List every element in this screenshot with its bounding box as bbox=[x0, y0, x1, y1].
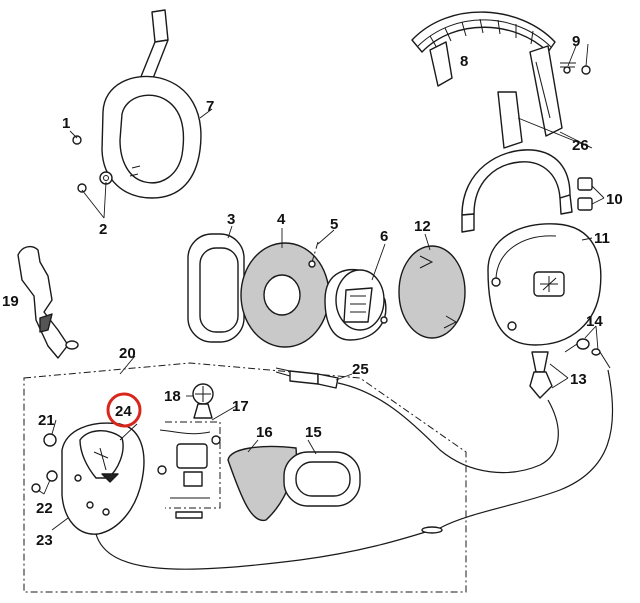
cable-end bbox=[421, 526, 443, 534]
headband-screws[interactable] bbox=[560, 62, 591, 75]
callout-1: 1 bbox=[62, 115, 70, 132]
mic-cushion[interactable] bbox=[283, 451, 361, 507]
connector[interactable] bbox=[564, 338, 611, 369]
callout-4: 4 bbox=[277, 211, 286, 228]
callout-24: 24 bbox=[115, 403, 132, 420]
callout-3: 3 bbox=[227, 211, 235, 228]
callout-14: 14 bbox=[586, 313, 603, 330]
callout-2: 2 bbox=[99, 221, 107, 238]
mic-boom-housing[interactable] bbox=[61, 422, 145, 535]
callout-17: 17 bbox=[232, 398, 249, 415]
callout-21: 21 bbox=[38, 412, 55, 429]
callout-19: 19 bbox=[2, 293, 19, 310]
screws-22[interactable] bbox=[31, 470, 58, 493]
callout-8: 8 bbox=[460, 53, 468, 70]
callout-12: 12 bbox=[414, 218, 431, 235]
cable-clips[interactable] bbox=[577, 177, 593, 211]
callout-18: 18 bbox=[164, 388, 181, 405]
ear-cup-left[interactable] bbox=[101, 9, 202, 199]
callout-6: 6 bbox=[380, 228, 388, 245]
callout-20: 20 bbox=[119, 345, 136, 362]
callout-22: 22 bbox=[36, 500, 53, 517]
headband-clip[interactable] bbox=[17, 245, 79, 359]
plug-cable bbox=[337, 382, 559, 474]
callout-10: 10 bbox=[606, 191, 623, 208]
speaker-element[interactable] bbox=[324, 268, 388, 341]
screw-1[interactable] bbox=[72, 135, 82, 145]
callout-13: 13 bbox=[570, 371, 587, 388]
callout-7: 7 bbox=[206, 98, 214, 115]
callout-5: 5 bbox=[330, 216, 338, 233]
callout-11: 11 bbox=[594, 230, 610, 247]
mic-cable bbox=[95, 529, 433, 570]
screw-5[interactable] bbox=[308, 241, 319, 268]
headband-pad[interactable] bbox=[461, 91, 573, 233]
main-cable bbox=[439, 369, 614, 529]
leader-lines bbox=[21, 43, 605, 531]
headband-assembly[interactable] bbox=[411, 11, 563, 137]
callout-25: 25 bbox=[352, 361, 369, 378]
mic-element[interactable] bbox=[192, 383, 214, 419]
mic-assembly-boundary bbox=[23, 362, 467, 593]
callout-23: 23 bbox=[36, 532, 53, 549]
callout-labels: 1 2 3 4 5 6 7 8 9 10 11 12 13 14 15 16 1… bbox=[2, 33, 623, 549]
foam-pad[interactable] bbox=[240, 242, 330, 348]
audio-plug[interactable] bbox=[275, 367, 339, 389]
highlight-ring bbox=[106, 392, 142, 428]
insulation-disc[interactable] bbox=[398, 245, 466, 339]
callout-9: 9 bbox=[572, 33, 580, 50]
screw-21[interactable] bbox=[43, 433, 57, 447]
screw-2[interactable] bbox=[77, 171, 113, 193]
strain-relief[interactable] bbox=[529, 351, 553, 399]
ear-seal[interactable] bbox=[187, 233, 245, 343]
callout-16: 16 bbox=[256, 424, 273, 441]
ear-cup-right[interactable] bbox=[487, 223, 602, 346]
callout-15: 15 bbox=[305, 424, 322, 441]
mic-wiring[interactable] bbox=[157, 421, 221, 519]
callout-26: 26 bbox=[572, 137, 589, 154]
